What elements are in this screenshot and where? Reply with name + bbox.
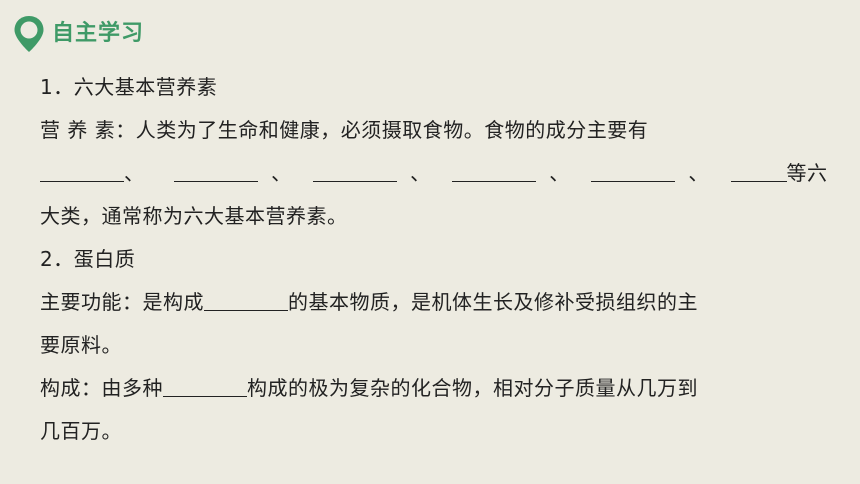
s1-paragraph-line2: 、 、 、 、 、 等六 [40,152,827,195]
fill-blank-2[interactable] [174,153,259,182]
function-lead: 主要功能：是构成 [40,290,204,314]
line-tail: 等六 [786,161,828,185]
separator: 、 [549,161,570,185]
fill-blank-6[interactable] [730,153,787,182]
separator: 、 [410,161,431,185]
function-tail: 的基本物质，是机体生长及修补受损组织的主 [288,290,698,314]
separator: 、 [124,161,145,185]
composition-lead: 构成：由多种 [40,376,163,400]
composition-tail: 构成的极为复杂的化合物，相对分子质量从几万到 [247,376,698,400]
section-header: 自主学习 [12,14,144,54]
fill-blank-4[interactable] [452,153,537,182]
separator: 、 [271,161,292,185]
section-title: 自主学习 [52,21,145,46]
s1-paragraph-line3: 大类，通常称为六大基本营养素。 [40,204,348,228]
s1-heading: 1．六大基本营养素 [40,75,218,99]
fill-blank-1[interactable] [40,153,124,182]
location-pin-icon [14,16,44,52]
separator: 、 [688,161,709,185]
content-body: 1．六大基本营养素 营 养 素：人类为了生命和健康，必须摄取食物。食物的成分主要… [40,66,827,453]
s2-heading: 2．蛋白质 [40,247,136,271]
s2-function-line1: 主要功能：是构成 的基本物质，是机体生长及修补受损组织的主 [40,281,820,324]
fill-blank-protein-composition[interactable] [163,368,247,397]
fill-blank-5[interactable] [591,153,676,182]
fill-blank-protein-function[interactable] [204,282,288,311]
s1-paragraph-line1: 营 养 素：人类为了生命和健康，必须摄取食物。食物的成分主要有 [40,118,649,142]
s2-composition-line1: 构成：由多种 构成的极为复杂的化合物，相对分子质量从几万到 [40,367,820,410]
s2-composition-line2: 几百万。 [40,419,122,443]
s2-function-line2: 要原料。 [40,333,122,357]
fill-blank-3[interactable] [313,153,398,182]
